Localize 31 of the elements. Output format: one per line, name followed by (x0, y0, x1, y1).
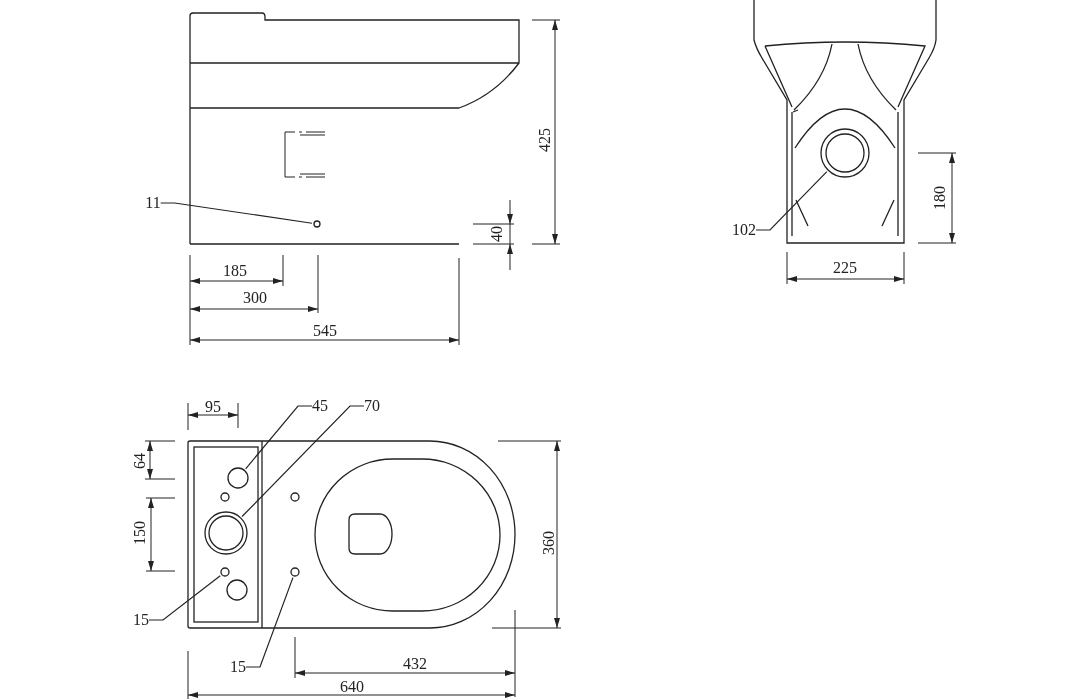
dimension-label: 64 (132, 453, 148, 469)
dimension-label: 425 (537, 128, 553, 152)
dimension-label: 225 (833, 260, 857, 276)
dimension-label: 180 (932, 186, 948, 210)
callout-number: 102 (732, 222, 756, 238)
dimension-label: 545 (313, 323, 337, 339)
dimension-label: 432 (403, 656, 427, 672)
dimension-label: 185 (223, 263, 247, 279)
callout-number: 15 (230, 659, 246, 675)
hole (290, 567, 300, 577)
hole (220, 567, 230, 577)
callout-number: 15 (133, 612, 149, 628)
callout-number: 45 (312, 398, 328, 414)
leader-line (241, 405, 365, 518)
dimension-label: 640 (340, 679, 364, 695)
hole (820, 128, 870, 178)
hole (313, 220, 321, 228)
hole (204, 511, 248, 555)
dimension-label: 360 (541, 531, 557, 555)
callout-number: 70 (364, 398, 380, 414)
dimension-label: 300 (243, 290, 267, 306)
leader-line (245, 577, 294, 668)
hole (227, 467, 249, 489)
dimension-label: 95 (205, 399, 221, 415)
callout-number: 11 (145, 195, 161, 211)
dimension-label: 40 (489, 226, 505, 242)
leader-line (148, 575, 221, 621)
dimension-label: 150 (132, 521, 148, 545)
leader-line (755, 171, 828, 231)
leader-line (160, 202, 313, 224)
leader-line (245, 405, 313, 470)
